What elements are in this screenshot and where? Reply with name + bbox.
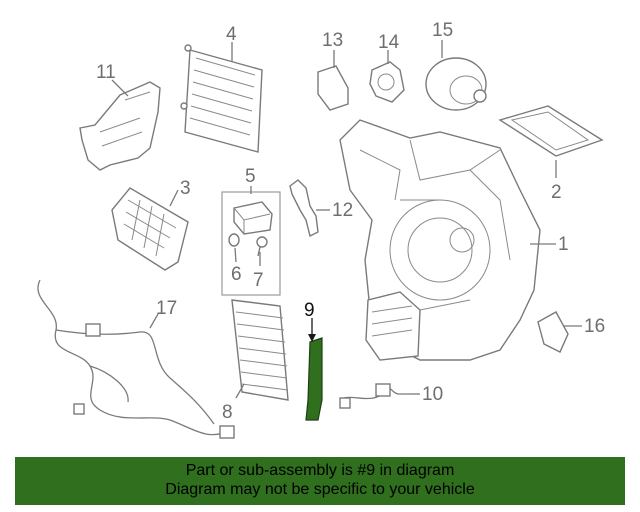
callout-10: 10 bbox=[422, 384, 443, 405]
callout-2: 2 bbox=[551, 182, 562, 203]
callout-12: 12 bbox=[332, 200, 353, 221]
callout-14: 14 bbox=[378, 32, 400, 53]
banner-line-2: Diagram may not be specific to your vehi… bbox=[165, 481, 475, 498]
banner-line-1: Part or sub-assembly is #9 in diagram bbox=[185, 462, 455, 479]
callout-8: 8 bbox=[222, 402, 233, 423]
part-3-vent-grille[interactable] bbox=[111, 187, 189, 271]
leader-line-8 bbox=[235, 383, 245, 399]
callout-6: 6 bbox=[231, 264, 242, 285]
leader-arrow-9 bbox=[308, 334, 316, 342]
part-15-blower-motor[interactable] bbox=[425, 57, 487, 111]
part-17-wiring-harness[interactable] bbox=[37, 279, 235, 439]
leader-line-17 bbox=[149, 313, 159, 329]
part-8-cabin-filter[interactable] bbox=[231, 299, 289, 401]
callout-7: 7 bbox=[253, 270, 264, 291]
part-13-actuator[interactable] bbox=[317, 65, 349, 111]
info-banner: Part or sub-assembly is #9 in diagram Di… bbox=[15, 457, 625, 505]
part-10-cable[interactable] bbox=[339, 383, 410, 409]
callout-17: 17 bbox=[156, 298, 177, 319]
part-4-evaporator-core[interactable] bbox=[180, 44, 263, 153]
part-7-bolt[interactable] bbox=[256, 236, 268, 257]
part-5-block[interactable] bbox=[233, 201, 273, 235]
housing-duct-lower bbox=[365, 291, 421, 361]
callout-1: 1 bbox=[558, 234, 569, 255]
part-12-sensor[interactable] bbox=[289, 179, 319, 238]
part-9-duct-highlighted[interactable] bbox=[305, 337, 323, 421]
part-6-o-ring[interactable] bbox=[228, 233, 240, 247]
callout-3: 3 bbox=[180, 178, 191, 199]
parts-diagram: 4 11 3 5 6 7 12 13 1 bbox=[37, 20, 605, 439]
callout-15: 15 bbox=[432, 20, 453, 41]
part-14-motor[interactable] bbox=[369, 61, 405, 103]
leader-line-11 bbox=[111, 79, 129, 97]
callout-11: 11 bbox=[96, 62, 116, 83]
callout-13: 13 bbox=[322, 30, 343, 51]
callout-4: 4 bbox=[226, 24, 237, 45]
callout-5: 5 bbox=[245, 166, 256, 187]
leader-line-3 bbox=[169, 189, 179, 207]
callout-9: 9 bbox=[304, 300, 315, 321]
callout-16: 16 bbox=[584, 316, 605, 337]
part-11-bracket[interactable] bbox=[79, 81, 161, 171]
part-16-bracket[interactable] bbox=[537, 311, 569, 353]
leader-line-6 bbox=[234, 247, 237, 263]
part-2-filter-frame[interactable] bbox=[498, 105, 604, 157]
